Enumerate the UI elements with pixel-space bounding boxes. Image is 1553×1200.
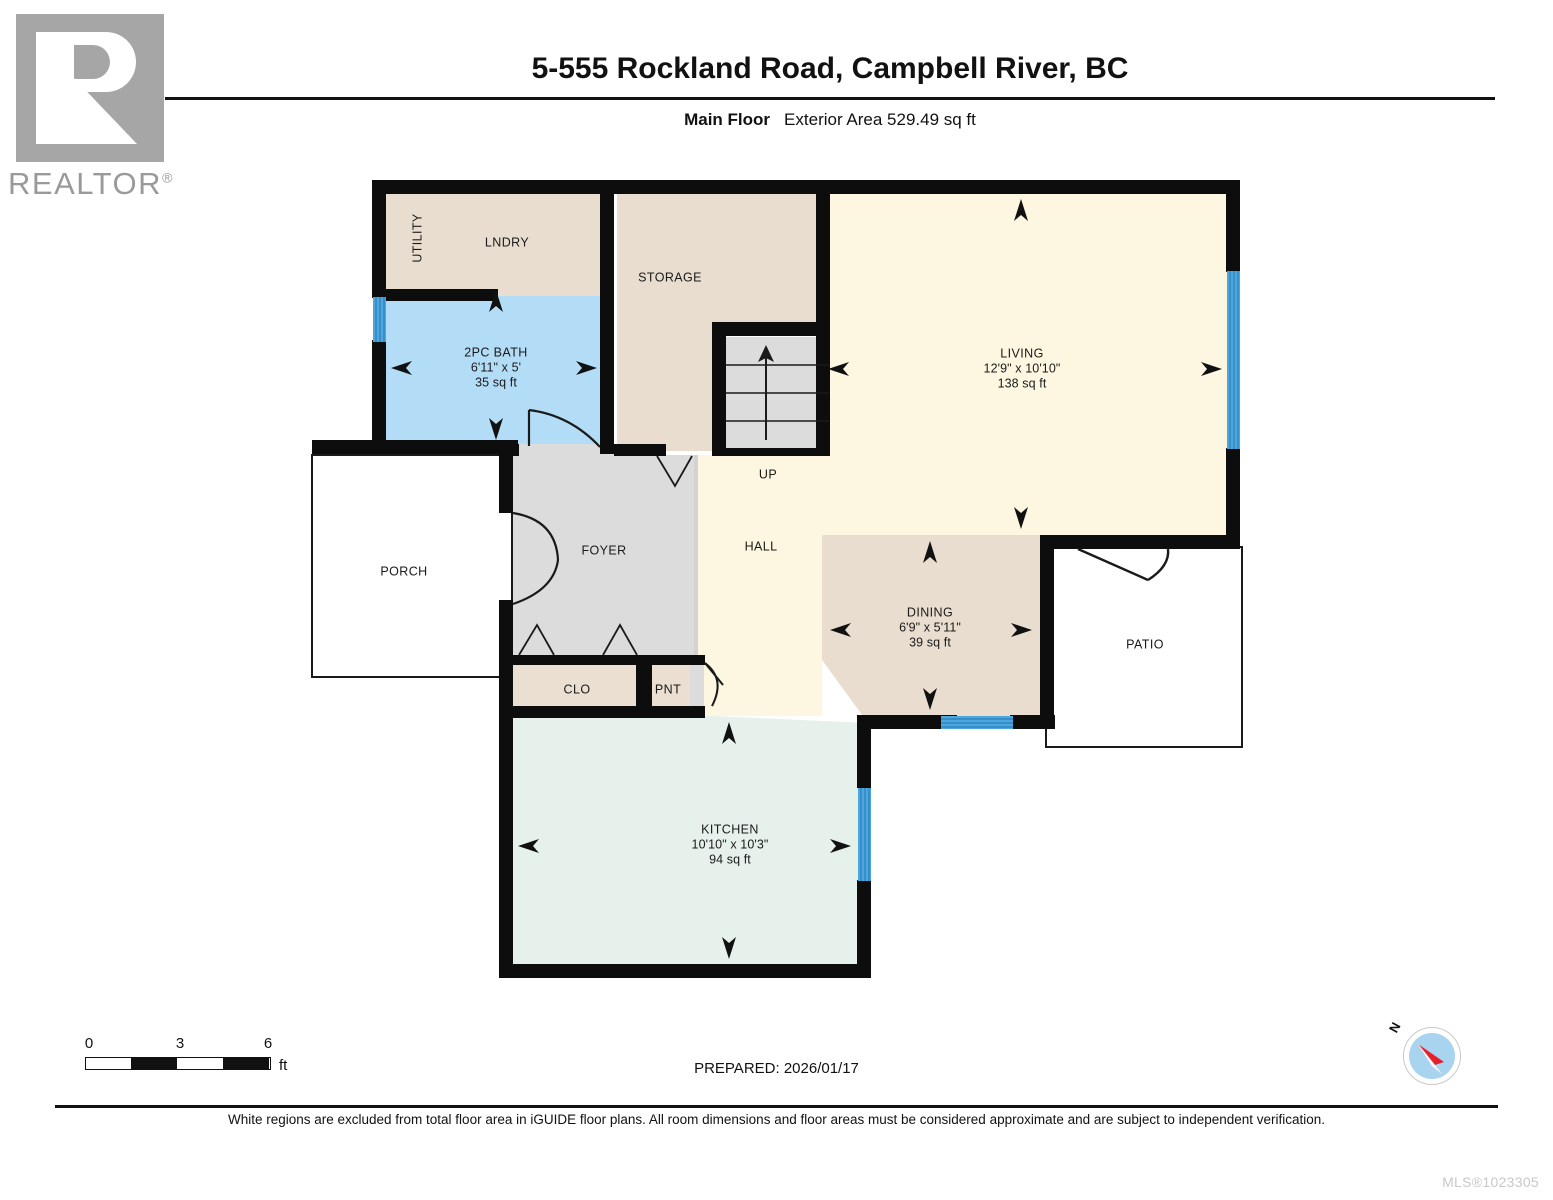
window-dining-bottom bbox=[941, 716, 1013, 729]
wall-clo-top bbox=[513, 655, 643, 665]
room-fill-porch bbox=[311, 454, 513, 678]
realtor-wordmark-text: REALTOR bbox=[8, 166, 163, 201]
scale-tick-3: 3 bbox=[175, 1035, 185, 1052]
registered-mark: ® bbox=[162, 169, 174, 186]
wall-foyer-left-b bbox=[499, 600, 513, 720]
wall-top-outer bbox=[372, 180, 1240, 194]
room-fill-dining bbox=[822, 535, 1040, 723]
door-swing-foyer-porch bbox=[512, 511, 560, 606]
stair-treads bbox=[726, 364, 829, 422]
realtor-logo: REALTOR® bbox=[8, 14, 188, 204]
scale-ticks: 0 3 6 bbox=[85, 1035, 285, 1055]
wall-clo-bottom bbox=[499, 706, 705, 718]
wall-lndry-bath bbox=[386, 289, 498, 301]
wall-left-upper bbox=[372, 180, 386, 298]
door-swing-pnt bbox=[704, 662, 724, 707]
wall-kitchen-bottom bbox=[499, 964, 871, 978]
wall-foyer-right bbox=[694, 455, 698, 655]
room-fill-stairs bbox=[725, 337, 822, 455]
wall-kitchen-right-lower bbox=[857, 880, 871, 978]
wall-kitchen-left bbox=[499, 706, 513, 978]
wall-left-upper-b bbox=[372, 340, 386, 452]
floor-subheader: Main Floor Exterior Area 529.49 sq ft bbox=[170, 110, 1490, 130]
room-fill-kitchen bbox=[512, 716, 868, 965]
door-swing-clo bbox=[518, 623, 638, 656]
wall-living-bottom bbox=[1040, 535, 1236, 549]
room-fill-pnt-swing bbox=[690, 663, 704, 716]
window-kitchen-right bbox=[858, 788, 871, 881]
room-fill-storage bbox=[617, 193, 822, 323]
mls-number: MLS®1023305 bbox=[1442, 1174, 1539, 1190]
room-fill-storage-lower bbox=[617, 323, 717, 451]
dimension-arrows bbox=[391, 199, 1222, 959]
scale-bar: 0 3 6 ft bbox=[85, 1035, 288, 1081]
scale-unit-label: ft bbox=[279, 1057, 288, 1074]
floor-label: Main Floor bbox=[684, 110, 771, 129]
wall-dining-right bbox=[1040, 535, 1054, 729]
wall-porch-top bbox=[312, 440, 514, 454]
wall-bath-right bbox=[600, 193, 614, 454]
window-bath-left bbox=[373, 297, 386, 342]
prepared-date: PREPARED: 2026/01/17 bbox=[694, 1060, 859, 1077]
room-fill-lndry bbox=[385, 193, 600, 296]
scale-bar-track bbox=[85, 1057, 271, 1070]
wall-dining-bottom bbox=[857, 715, 957, 729]
compass-needle-icon bbox=[1417, 1043, 1444, 1075]
compass-rose: N bbox=[1386, 1020, 1468, 1092]
wall-right-outer-b bbox=[1226, 448, 1240, 549]
footer-divider bbox=[55, 1105, 1498, 1108]
wall-storage-right-b bbox=[816, 322, 830, 455]
header-divider bbox=[165, 97, 1495, 100]
floorplan-drawing bbox=[311, 180, 1243, 978]
scale-tick-0: 0 bbox=[84, 1035, 94, 1052]
realtor-r-mark bbox=[16, 14, 164, 162]
door-swing-patio bbox=[1077, 547, 1170, 582]
window-living-right bbox=[1227, 271, 1240, 449]
door-swing-storage bbox=[656, 455, 693, 488]
disclaimer-text: White regions are excluded from total fl… bbox=[227, 1112, 1326, 1127]
room-fill-patio bbox=[1045, 546, 1243, 748]
scale-tick-6: 6 bbox=[263, 1035, 273, 1052]
wall-right-outer-a bbox=[1226, 180, 1240, 272]
wall-foyer-top bbox=[499, 444, 519, 456]
wall-stairs-bottom bbox=[712, 448, 830, 456]
stair-direction-arrow bbox=[758, 345, 774, 440]
wall-pnt-left bbox=[643, 655, 652, 717]
realtor-wordmark: REALTOR® bbox=[8, 166, 174, 202]
wall-storage-bottom bbox=[614, 444, 666, 456]
page-title: 5-555 Rockland Road, Campbell River, BC bbox=[531, 52, 1129, 85]
wall-kitchen-right-upper bbox=[857, 723, 871, 788]
wall-stairs-left bbox=[712, 322, 726, 455]
wall-foyer-left-a bbox=[499, 440, 513, 513]
wall-storage-right bbox=[816, 193, 830, 328]
wall-stairs-top bbox=[712, 322, 830, 336]
room-fill-foyer bbox=[513, 455, 697, 663]
floor-area-label: Exterior Area 529.49 sq ft bbox=[784, 110, 976, 129]
door-swing-bath bbox=[527, 408, 601, 448]
wall-pnt-top bbox=[645, 655, 705, 665]
